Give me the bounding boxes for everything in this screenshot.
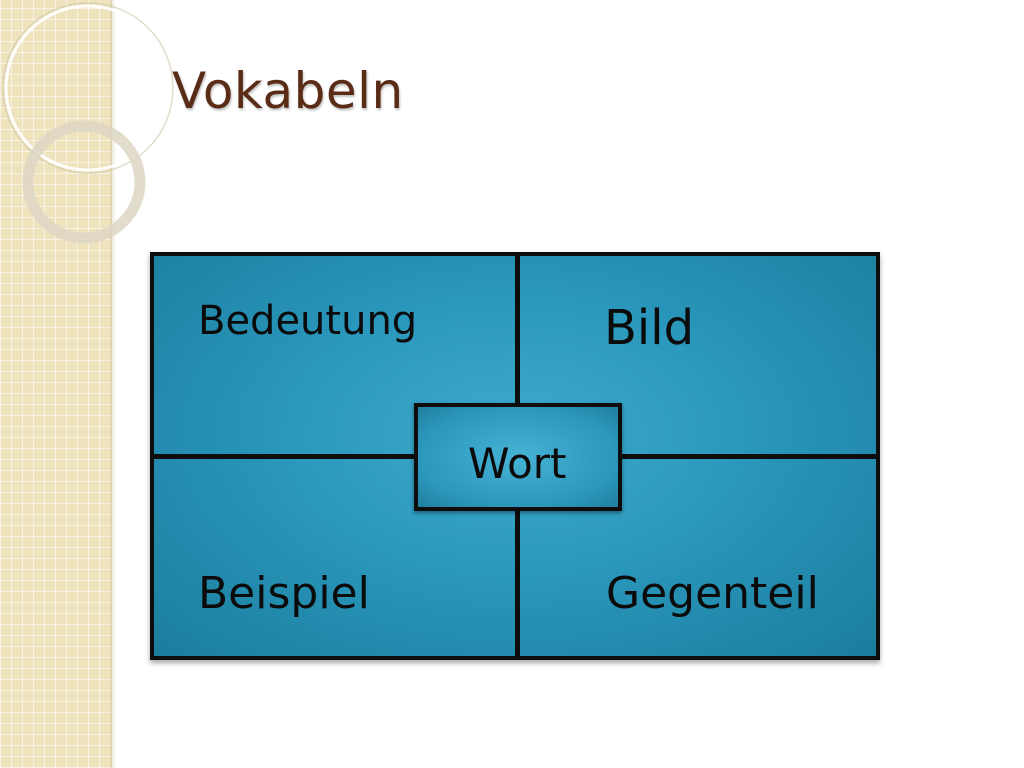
field-example-label: Beispiel (198, 568, 370, 619)
decorative-circles (2, 2, 174, 244)
center-word-label: Wort (468, 439, 567, 488)
slide-title: Vokabeln (172, 62, 404, 120)
decorative-ring-small (22, 120, 146, 244)
decorative-ring-large-shadow (2, 2, 174, 174)
vocabulary-diagram: Bedeutung Bild Beispiel Gegenteil Wort (150, 252, 880, 660)
field-meaning-label: Bedeutung (198, 298, 418, 344)
side-strip-edge (110, 0, 116, 768)
field-opposite-label: Gegenteil (606, 568, 819, 619)
decorative-ring-large (4, 4, 172, 172)
center-word-box: Wort (414, 403, 622, 511)
field-picture-label: Bild (604, 300, 695, 356)
